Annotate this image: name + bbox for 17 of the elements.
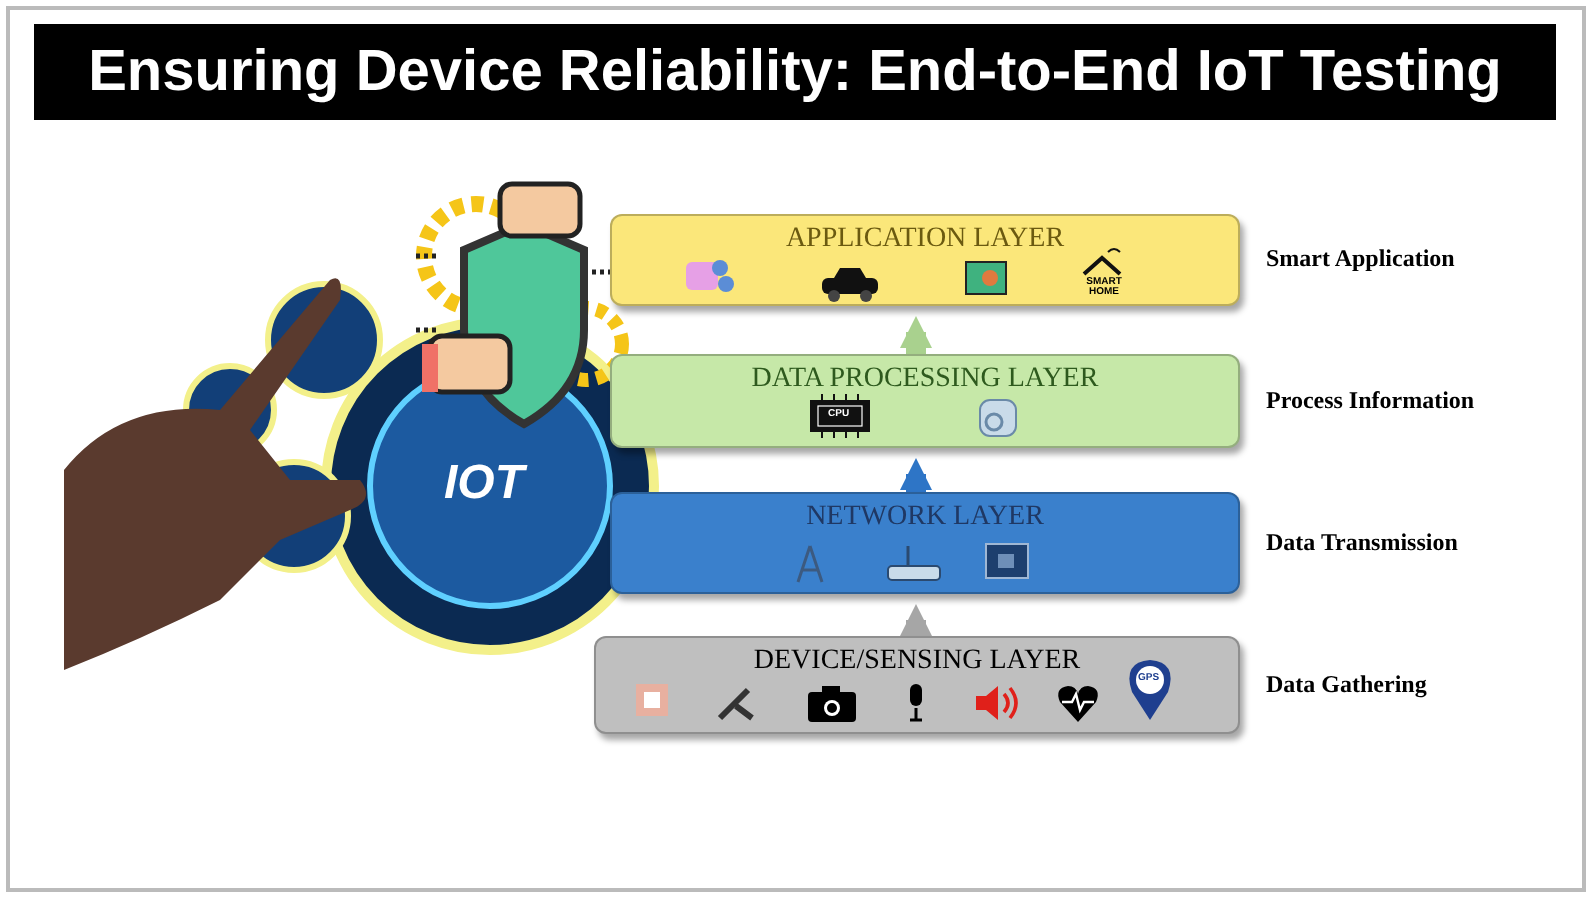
layer-title: NETWORK LAYER bbox=[806, 502, 1044, 534]
layer-box bbox=[594, 636, 1240, 734]
title-banner: Ensuring Device Reliability: End-to-End IoT Testing bbox=[34, 24, 1556, 120]
arrow bbox=[900, 316, 932, 354]
layer-caption: Data Gathering bbox=[1266, 669, 1427, 699]
layer-box bbox=[610, 214, 1240, 306]
arrow bbox=[900, 458, 932, 492]
device-label: IOT bbox=[444, 456, 524, 512]
layer-box bbox=[610, 354, 1240, 448]
layer-title: DATA PROCESSING LAYER bbox=[751, 364, 1099, 396]
layer-title: APPLICATION LAYER bbox=[785, 224, 1065, 256]
layer-box bbox=[610, 492, 1240, 594]
layer-caption: Smart Application bbox=[1266, 244, 1455, 274]
layer-title: DEVICE/SENSING LAYER bbox=[753, 646, 1081, 678]
layer-caption: Process Information bbox=[1266, 385, 1475, 415]
layer-caption: Data Transmission bbox=[1266, 527, 1458, 557]
arrow bbox=[900, 604, 932, 636]
